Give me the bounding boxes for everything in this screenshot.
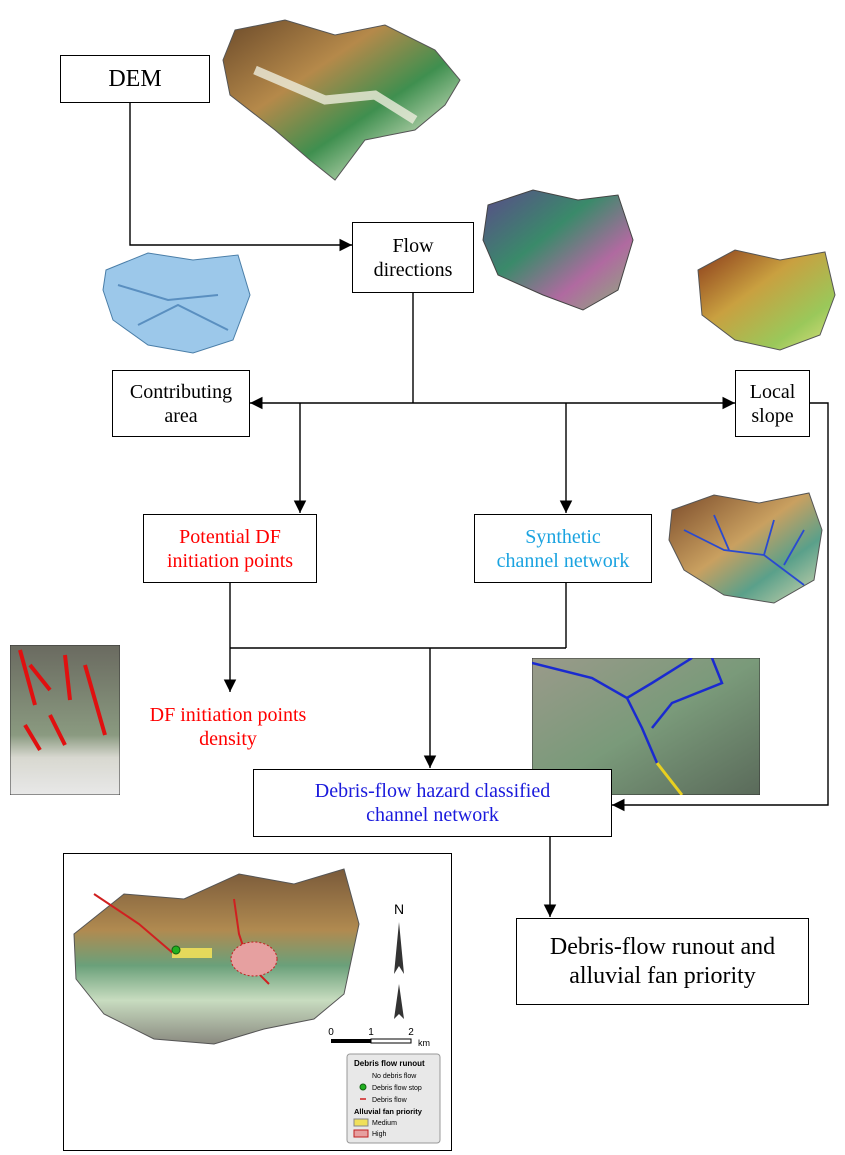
flow-directions-image bbox=[478, 180, 638, 320]
legend-title: Debris flow runout bbox=[354, 1059, 425, 1068]
scale-label-2: 2 bbox=[408, 1027, 414, 1038]
scale-label-1: 1 bbox=[368, 1027, 374, 1038]
synthetic-channel-image bbox=[664, 485, 829, 610]
legend-fan-title: Alluvial fan priority bbox=[354, 1107, 423, 1116]
scale-label-unit: km bbox=[418, 1038, 430, 1048]
node-local-slope: Local slope bbox=[735, 370, 810, 437]
runout-map-panel: N 0 1 2 km Debris flow runout No debris … bbox=[63, 853, 452, 1151]
legend-stop-icon bbox=[360, 1084, 366, 1090]
node-contributing-area: Contributing area bbox=[112, 370, 250, 437]
legend-item-df: Debris flow bbox=[372, 1097, 408, 1104]
north-arrow-icon bbox=[394, 922, 404, 1019]
scale-label-0: 0 bbox=[328, 1027, 334, 1038]
legend-fan-high: High bbox=[372, 1131, 387, 1138]
runout-map-image: N 0 1 2 km Debris flow runout No debris … bbox=[64, 854, 450, 1150]
legend-item-stop: Debris flow stop bbox=[372, 1085, 422, 1092]
node-runout: Debris-flow runout and alluvial fan prio… bbox=[516, 918, 809, 1005]
node-df-density: DF initiation points density bbox=[122, 692, 334, 762]
legend-medium-swatch bbox=[354, 1119, 368, 1126]
legend-fan-medium: Medium bbox=[372, 1120, 397, 1127]
df-density-image bbox=[10, 645, 120, 795]
node-synthetic-channel: Synthetic channel network bbox=[474, 514, 652, 583]
node-dem: DEM bbox=[60, 55, 210, 103]
local-slope-image bbox=[690, 240, 840, 355]
node-hazard-channel: Debris-flow hazard classified channel ne… bbox=[253, 769, 612, 837]
north-label: N bbox=[394, 901, 404, 917]
node-flow-directions: Flow directions bbox=[352, 222, 474, 293]
node-potential-df: Potential DF initiation points bbox=[143, 514, 317, 583]
dem-relief-image bbox=[215, 10, 470, 185]
contributing-area-image bbox=[98, 245, 258, 360]
legend-high-swatch bbox=[354, 1130, 368, 1137]
legend-item-no-df: No debris flow bbox=[372, 1073, 417, 1080]
